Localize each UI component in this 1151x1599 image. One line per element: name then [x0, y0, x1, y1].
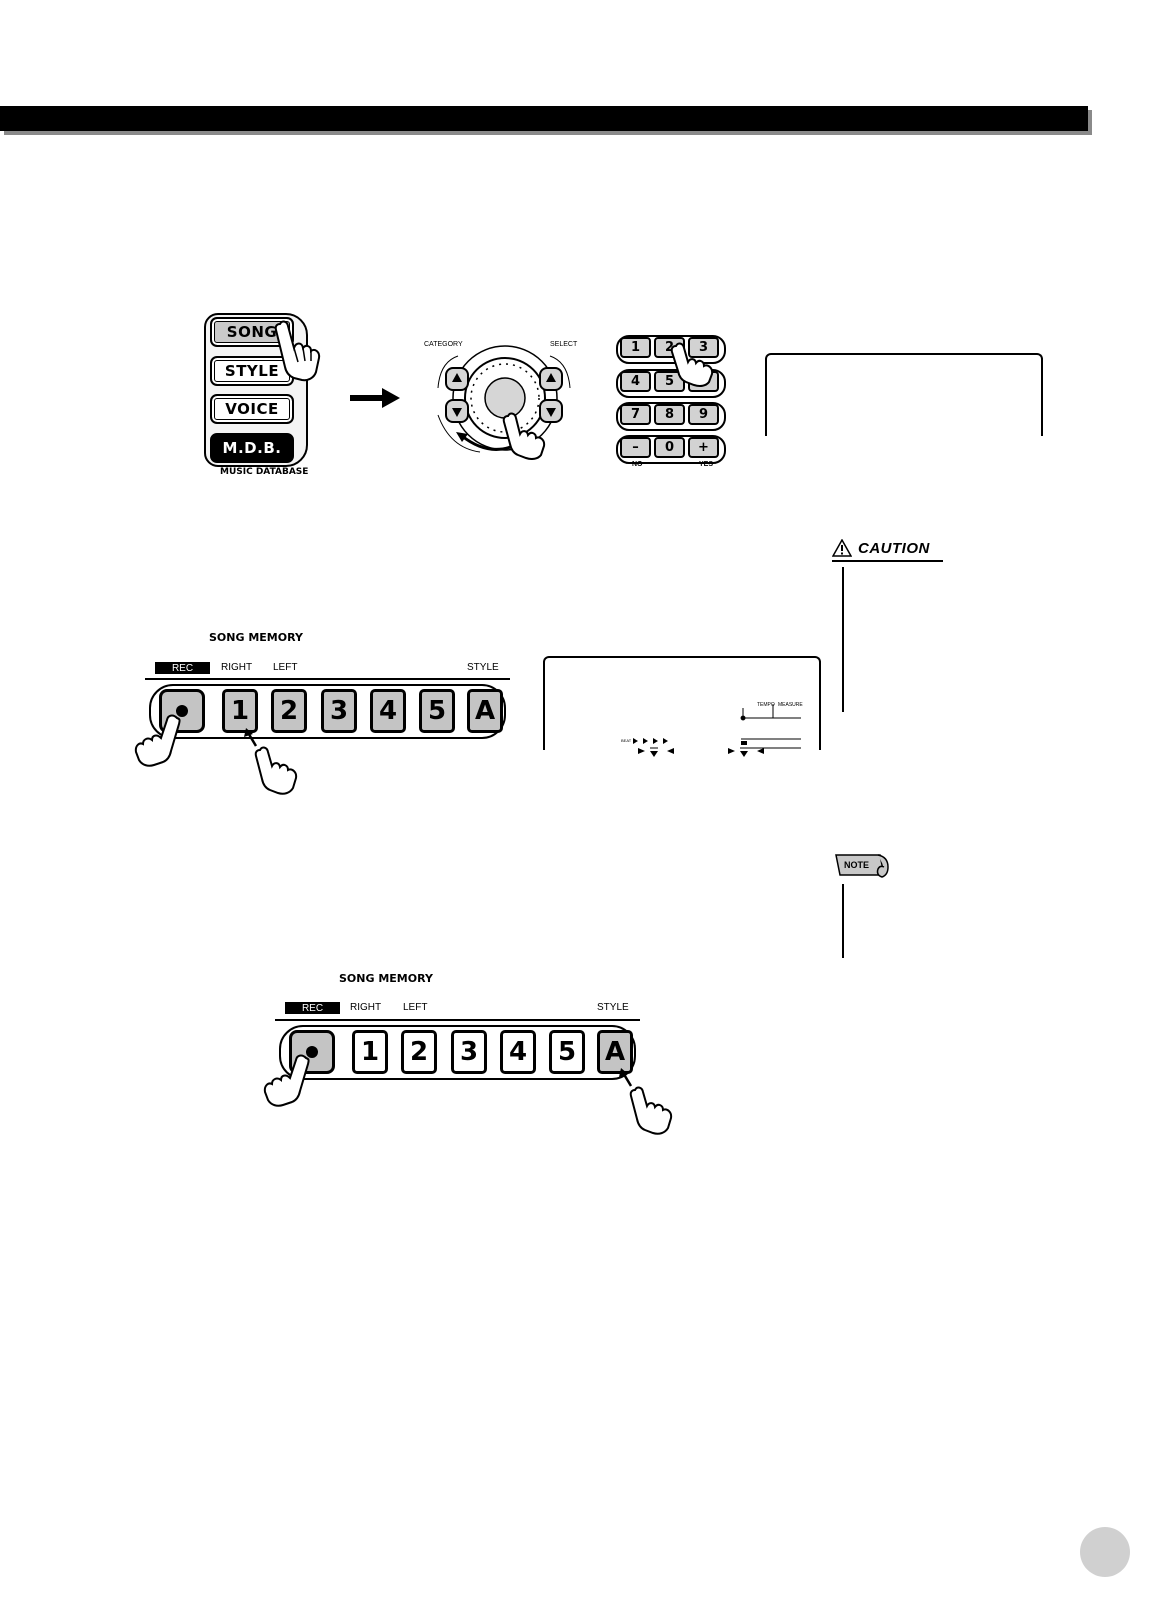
arrow-right-icon [350, 388, 400, 408]
song-memory-title: SONG MEMORY [209, 631, 303, 644]
measure-label: MEASURE [778, 702, 803, 708]
yes-label: YES [699, 461, 714, 468]
key-3[interactable]: 3 [688, 337, 719, 358]
style-label: STYLE [597, 1002, 629, 1013]
rec-label: REC [155, 662, 210, 674]
caution-rule [842, 567, 844, 712]
note-scroll-icon [835, 854, 889, 878]
track-5-button[interactable]: 5 [549, 1030, 585, 1074]
warning-triangle-icon [832, 539, 852, 557]
note-rule [842, 884, 844, 958]
key-0[interactable]: 0 [654, 437, 685, 458]
numeric-keypad: 1 2 3 4 5 6 7 8 9 – 0 + NO YES [616, 335, 728, 475]
voice-button[interactable]: VOICE [210, 394, 294, 424]
left-label: LEFT [403, 1002, 428, 1013]
pointing-hand-icon [244, 728, 298, 795]
key-8[interactable]: 8 [654, 404, 685, 425]
track-4-button[interactable]: 4 [370, 689, 406, 733]
pointing-hand-icon [274, 320, 321, 382]
song-memory-rule [145, 678, 510, 680]
song-memory-rule [275, 1019, 640, 1021]
beat-label: BEAT [621, 738, 632, 743]
key-minus[interactable]: – [620, 437, 651, 458]
key-9[interactable]: 9 [688, 404, 719, 425]
track-5-button[interactable]: 5 [419, 689, 455, 733]
track-2-button[interactable]: 2 [401, 1030, 437, 1074]
lcd-display-frame: TEMPO MEASURE BEAT [543, 656, 821, 750]
lcd-indicators-icon [633, 704, 801, 749]
track-4-button[interactable]: 4 [500, 1030, 536, 1074]
track-a-button[interactable]: A [467, 689, 503, 733]
music-database-caption: MUSIC DATABASE [220, 467, 309, 477]
caution-underline [832, 560, 943, 562]
track-3-button[interactable]: 3 [321, 689, 357, 733]
select-label: SELECT [550, 341, 578, 348]
style-label: STYLE [467, 662, 499, 673]
mdb-button[interactable]: M.D.B. [210, 433, 294, 463]
pointing-hand-icon [670, 342, 714, 387]
track-2-button[interactable]: 2 [271, 689, 307, 733]
right-label: RIGHT [221, 662, 253, 673]
note-title: NOTE [844, 860, 870, 870]
left-label: LEFT [273, 662, 298, 673]
key-4[interactable]: 4 [620, 371, 651, 392]
song-memory-panel: 1 2 3 4 5 A [279, 1025, 636, 1080]
track-3-button[interactable]: 3 [451, 1030, 487, 1074]
track-1-button[interactable]: 1 [222, 689, 258, 733]
data-dial-icon[interactable] [420, 340, 590, 465]
no-label: NO [632, 461, 643, 468]
lcd-arrows-icon [638, 747, 764, 757]
key-plus[interactable]: + [688, 437, 719, 458]
tempo-label: TEMPO [757, 702, 775, 708]
category-label: CATEGORY [424, 341, 463, 348]
song-memory-title: SONG MEMORY [339, 972, 433, 985]
song-memory-panel: 1 2 3 4 5 A [149, 684, 506, 739]
rec-label: REC [285, 1002, 340, 1014]
key-1[interactable]: 1 [620, 337, 651, 358]
section-header-bar [0, 106, 1088, 131]
page-number-badge [1080, 1527, 1130, 1577]
right-label: RIGHT [350, 1002, 382, 1013]
track-1-button[interactable]: 1 [352, 1030, 388, 1074]
record-dot-icon [176, 705, 188, 717]
lcd-display-frame [765, 353, 1043, 436]
song-button[interactable]: SONG [210, 317, 294, 347]
caution-title: CAUTION [858, 540, 930, 557]
pointing-hand-icon [502, 412, 546, 460]
key-7[interactable]: 7 [620, 404, 651, 425]
pointing-hand-icon [263, 1054, 310, 1107]
dial-panel: CATEGORY SELECT [420, 340, 590, 465]
pointing-hand-icon [619, 1068, 673, 1135]
record-dot-icon [306, 1046, 318, 1058]
pointing-hand-icon [134, 714, 181, 767]
track-a-button[interactable]: A [597, 1030, 633, 1074]
